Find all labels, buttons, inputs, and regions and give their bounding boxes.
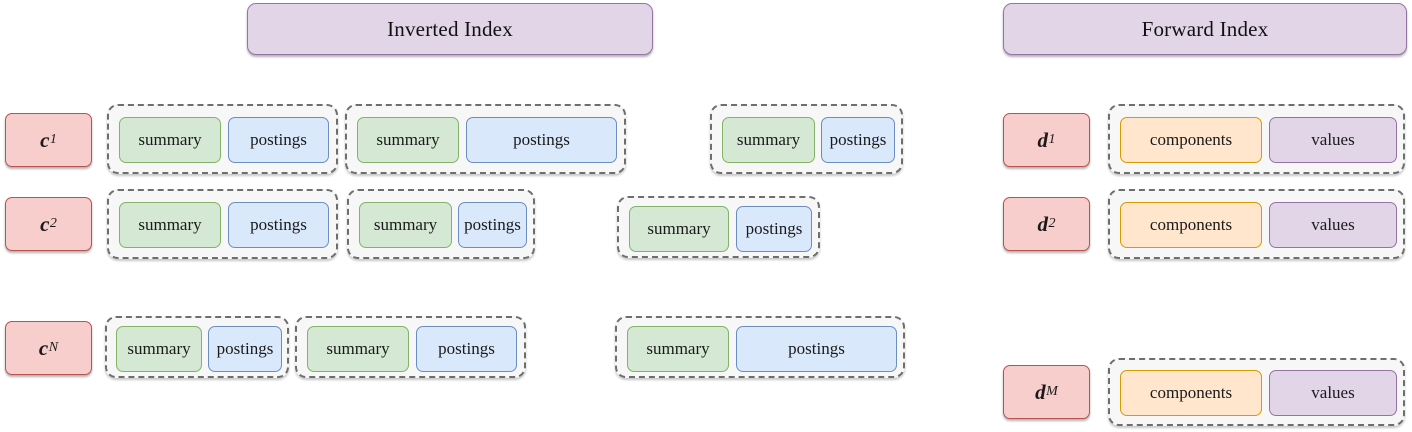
inverted-index-cell-postings[interactable]: postings [736, 206, 812, 252]
forward-index-cell-components[interactable]: components [1120, 202, 1262, 248]
inverted-index-cell-summary[interactable]: summary [307, 326, 409, 372]
banner-forward-index: Forward Index [1003, 3, 1407, 55]
key-symbol: d [1037, 127, 1049, 152]
key-subscript: 1 [49, 132, 57, 147]
key-symbol: c [40, 127, 50, 152]
forward-index-cell-values[interactable]: values [1269, 117, 1397, 163]
key-symbol: d [1037, 211, 1049, 236]
inverted-index-cell-postings[interactable]: postings [228, 202, 329, 248]
inverted-index-cell-postings[interactable]: postings [208, 326, 282, 372]
inverted-index-cell-summary[interactable]: summary [119, 117, 221, 163]
inverted-index-cell-postings[interactable]: postings [458, 202, 527, 248]
key-subscript: 1 [1048, 132, 1056, 147]
forward-index-cell-components[interactable]: components [1120, 370, 1262, 416]
inverted-index-cell-summary[interactable]: summary [722, 117, 815, 163]
forward-index-cell-components[interactable]: components [1120, 117, 1262, 163]
inverted-index-cell-postings[interactable]: postings [416, 326, 517, 372]
forward-index-cell-values[interactable]: values [1269, 202, 1397, 248]
key-subscript: 2 [49, 216, 57, 231]
inverted-index-cell-postings[interactable]: postings [821, 117, 895, 163]
inverted-index-cell-summary[interactable]: summary [357, 117, 459, 163]
inverted-index-cell-summary[interactable]: summary [627, 326, 729, 372]
inverted-index-cell-postings[interactable]: postings [228, 117, 329, 163]
key-subscript: 2 [1048, 216, 1056, 231]
forward-index-cell-values[interactable]: values [1269, 370, 1397, 416]
inverted-index-cell-summary[interactable]: summary [359, 202, 452, 248]
banner-inverted-index: Inverted Index [247, 3, 653, 55]
inverted-index-cell-postings[interactable]: postings [736, 326, 897, 372]
key-symbol: d [1035, 379, 1046, 404]
inverted-index-cell-summary[interactable]: summary [116, 326, 202, 372]
key-symbol: c [40, 211, 50, 236]
key-symbol: c [38, 335, 49, 360]
inverted-index-cell-summary[interactable]: summary [119, 202, 221, 248]
key-subscript: M [1046, 384, 1058, 399]
inverted-index-cell-postings[interactable]: postings [466, 117, 617, 163]
key-subscript: N [48, 340, 59, 355]
inverted-index-cell-summary[interactable]: summary [629, 206, 729, 252]
